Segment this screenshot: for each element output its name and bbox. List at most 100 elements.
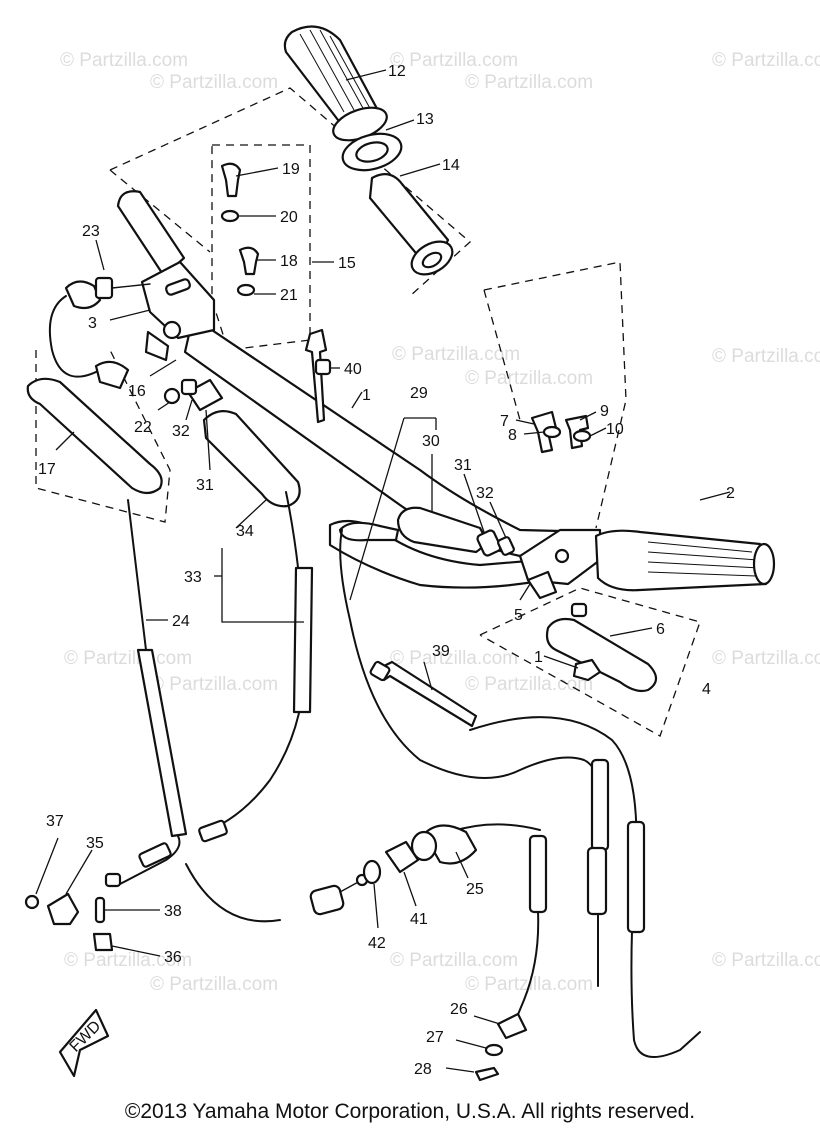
callout-8: 8 [508,427,517,444]
callout-6: 6 [656,621,665,638]
frame-group-7-10 [483,289,521,421]
fittings-26-28 [474,1012,528,1082]
callout-39: 39 [432,643,450,660]
leader [109,309,151,321]
callout-23: 23 [82,223,100,240]
clutch-adjuster-23 [48,276,151,378]
cable-29 [339,529,701,1058]
fitting-41 [384,840,420,874]
lever-6 [545,602,658,693]
brake-holder-5 [518,528,602,600]
cable-tie-39-head [369,660,391,682]
callout-labels: 1 1 2 3 4 5 6 7 8 9 10 12 13 14 15 16 17… [38,63,735,1078]
leader [235,499,267,529]
cable-junction [309,884,345,916]
leader [519,583,531,601]
leader [95,239,105,271]
leader [157,401,171,411]
callout-19: 19 [282,161,300,178]
locknut-32b [497,536,515,556]
cable-sleeve [292,566,314,714]
cable-tie-40-head [314,358,332,376]
watermark-layer: © Partzilla.com © Partzilla.com © Partzi… [60,50,820,995]
callout-29: 29 [410,385,428,402]
cable-main [199,491,306,835]
callout-37: 37 [46,813,64,830]
cable-fitting [626,820,646,934]
bolt-19 [220,162,242,198]
grip-end [752,542,776,586]
adjuster-nut [94,276,114,300]
grip-rib [647,541,753,553]
cable-25-line [513,911,540,1025]
callout-9: 9 [600,403,609,420]
pin-28 [474,1066,500,1082]
watermark: © Partzilla.com [64,950,192,971]
watermark: © Partzilla.com [390,50,518,71]
frame-group-17 [35,349,171,523]
leader [35,837,59,895]
leader [373,883,379,929]
cable-outer [127,499,147,651]
leader [385,119,415,131]
pin-38 [94,896,106,924]
grip-rib [647,561,761,569]
leader [445,1067,475,1073]
adjuster-26 [496,1012,528,1040]
brake-lever [545,617,658,693]
cable-25 [410,824,608,1025]
holder-35 [46,892,80,926]
boot-body [202,409,301,508]
grip-rib [329,35,373,113]
holder-body [140,260,216,340]
frame-grip-set [109,87,471,297]
callout-33: 33 [184,569,202,586]
washer-20 [220,209,240,223]
callout-4: 4 [702,681,711,698]
brake-holder-pivot [554,548,570,564]
watermark: © Partzilla.com [712,50,820,71]
copyright-notice: ©2013 Yamaha Motor Corporation, U.S.A. A… [124,1100,696,1123]
bolt-36 [92,932,114,952]
washer-21 [236,283,256,297]
callout-35: 35 [86,835,104,852]
callout-18: 18 [280,253,298,270]
leader [699,491,731,501]
leader [543,655,579,669]
cable-loop [339,529,606,841]
leader [221,548,304,623]
locknut-32 [180,378,198,396]
callout-22: 22 [134,419,152,436]
callout-27: 27 [426,1029,444,1046]
cable-fitting [590,758,610,852]
cable-boot-34 [202,409,301,508]
frame-group-4 [479,587,701,737]
callout-38: 38 [164,903,182,920]
fittings-35-38 [24,892,114,952]
nut-22 [163,387,181,405]
lever-17 [26,360,163,495]
right-grip [594,529,772,592]
grip-2 [594,529,776,592]
leader [455,851,469,879]
callout-7: 7 [500,413,509,430]
lever-pivot-boss [94,360,130,390]
leader [111,945,161,957]
watermark: © Partzilla.com [465,72,593,93]
callout-24: 24 [172,613,190,630]
callout-28: 28 [414,1061,432,1078]
frame-group-7-10 [483,261,627,529]
callout-14: 14 [442,157,460,174]
lever-holder-3 [140,260,216,362]
cable-adjuster [138,842,172,868]
grip-rib [647,571,757,577]
nut-27 [484,1043,504,1057]
hardware-top [220,162,260,297]
leader [185,399,193,421]
watermark: © Partzilla.com [60,50,188,71]
watermark: © Partzilla.com [64,648,192,669]
throttle-bore [421,251,443,269]
lever-nut [572,658,602,682]
watermark: © Partzilla.com [392,344,520,365]
